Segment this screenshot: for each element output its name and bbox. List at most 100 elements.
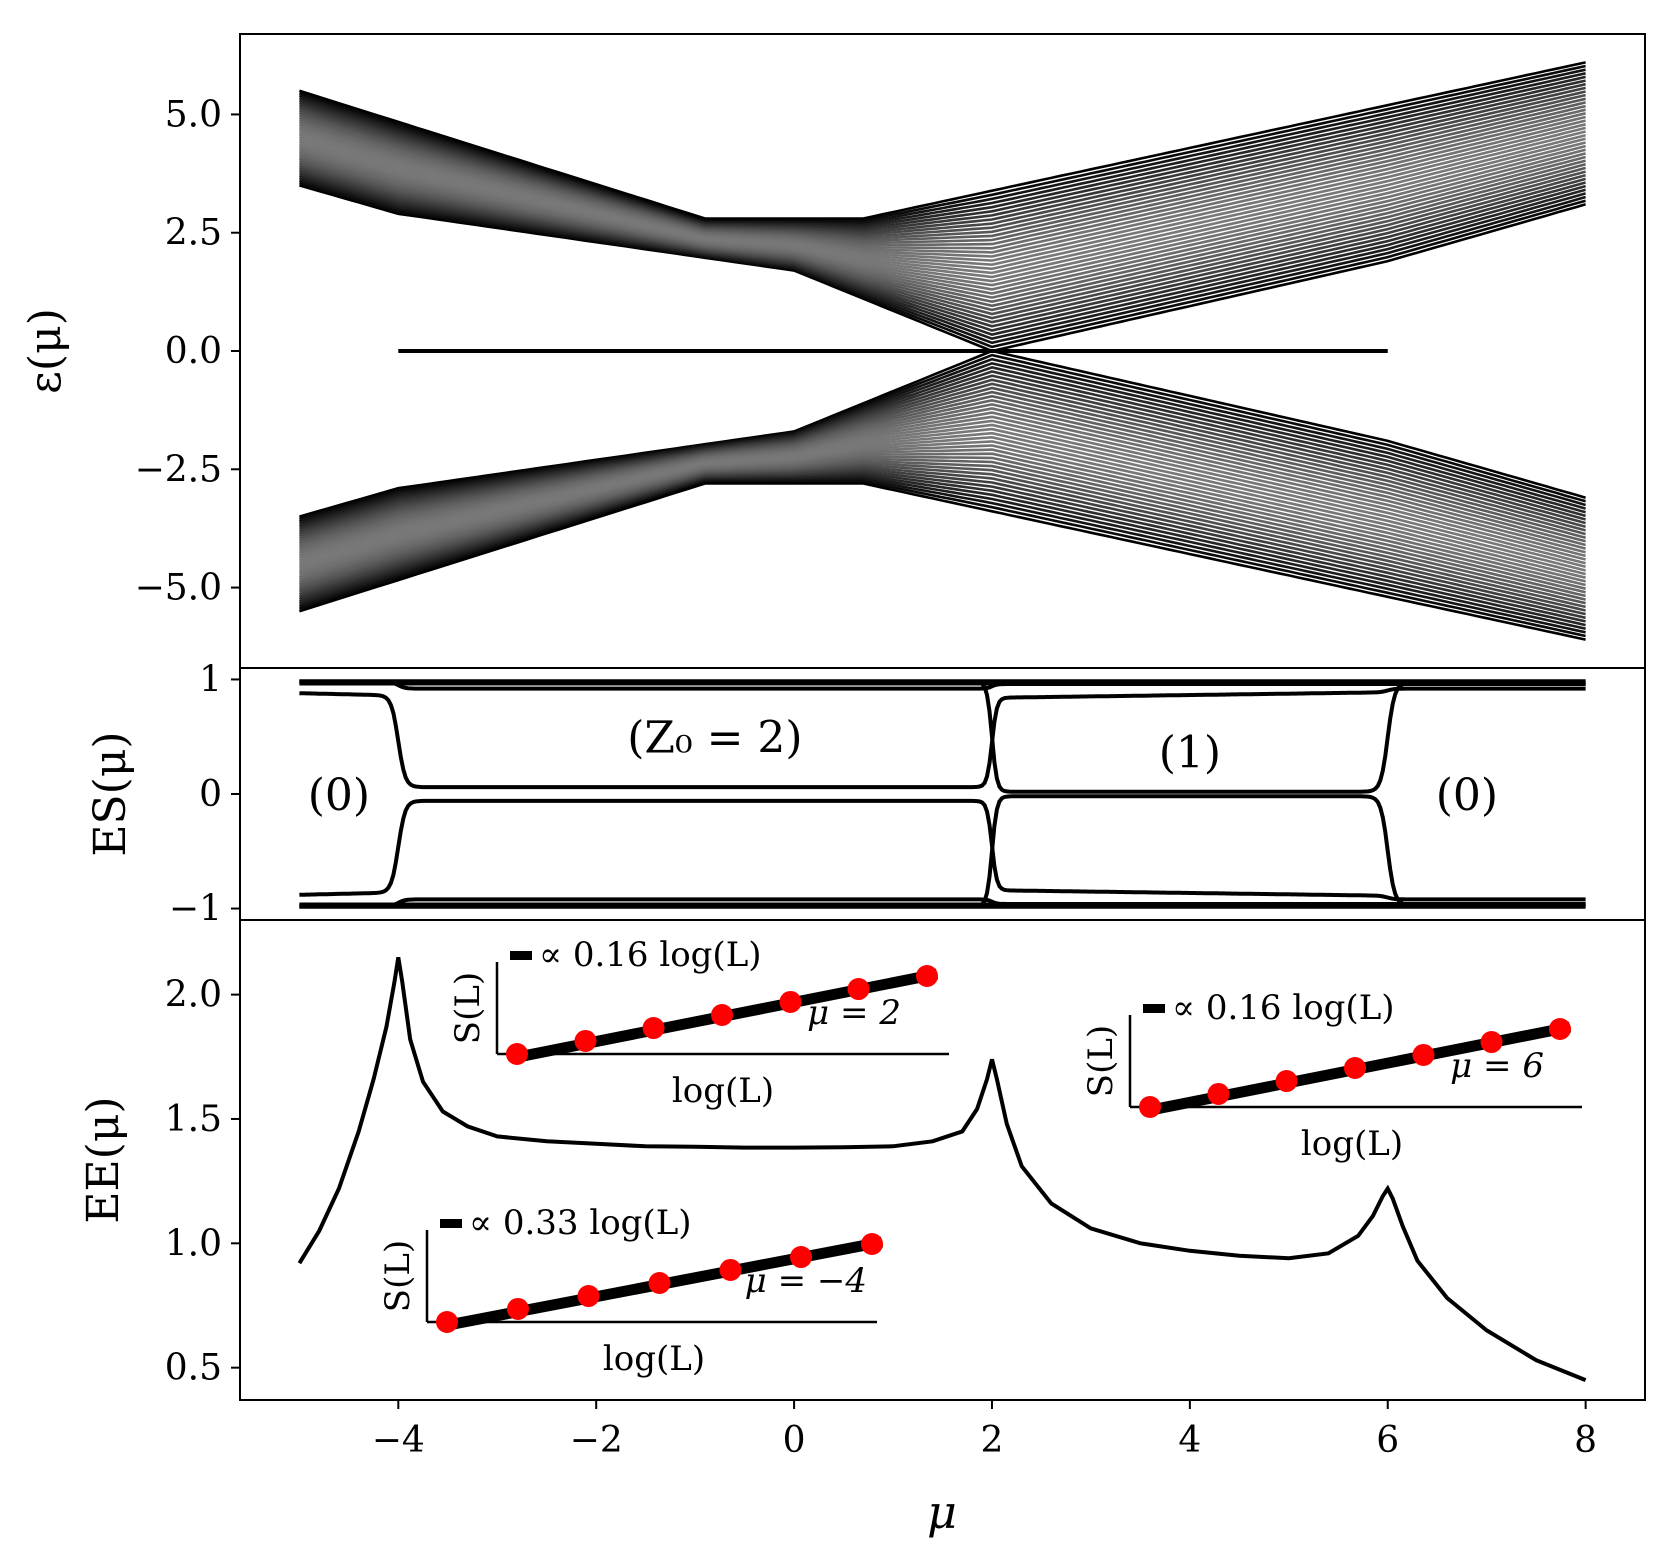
ee-curve: [297, 956, 1587, 1382]
energy-band-line: [299, 471, 1586, 623]
inset-data-point: [642, 1017, 665, 1040]
energy-band-line: [299, 68, 1586, 224]
inset-x-label: log(L): [1301, 1124, 1403, 1164]
inset-mu-minus-4: ∝ 0.33 log(L) μ = −4 log(L) S(L): [378, 1203, 884, 1379]
y-tick-label: −2.5: [135, 449, 222, 490]
energy-band-line: [299, 482, 1586, 641]
energy-band-line: [299, 108, 1586, 247]
energy-band-line: [299, 123, 1586, 262]
energy-band-line: [299, 407, 1586, 552]
inset-data-point: [719, 1258, 742, 1281]
energy-band-line: [299, 97, 1586, 241]
es-branch-secondary: [299, 794, 1586, 909]
energy-band-line: [299, 465, 1586, 612]
energy-band-line: [299, 133, 1586, 275]
inset-points: [436, 1233, 883, 1333]
x-tick-label: 0: [783, 1420, 806, 1461]
energy-band-line: [299, 431, 1586, 572]
inset-legend-swatch: [440, 1219, 462, 1228]
energy-band-line: [299, 72, 1586, 227]
energy-band-line: [299, 179, 1586, 345]
inset-x-label: log(L): [603, 1339, 705, 1379]
energy-band-line: [299, 390, 1586, 543]
ee-y-ticks: 2.01.51.00.5: [165, 975, 240, 1389]
panel-energy-spectrum: 5.02.50.0−2.5−5.0 ε(μ): [20, 33, 1646, 669]
inset-legend-swatch: [1143, 1004, 1165, 1013]
inset-legend-text: ∝ 0.16 log(L): [1172, 988, 1395, 1028]
energy-band-line: [299, 386, 1586, 540]
es-branch-main: [299, 686, 1586, 790]
es-branch-outer: [299, 679, 1586, 691]
energy-band-line: [299, 119, 1586, 258]
energy-band-line: [299, 112, 1586, 250]
energy-band-line: [299, 370, 1586, 530]
inset-data-point: [790, 1246, 813, 1269]
inset-data-point: [1412, 1043, 1435, 1066]
inset-data-point: [1344, 1057, 1366, 1079]
inset-data-point: [711, 1004, 733, 1026]
x-tick-label: 4: [1178, 1420, 1201, 1461]
inset-data-point: [436, 1311, 458, 1333]
y-tick-label: 2.0: [165, 975, 222, 1016]
energy-band-line: [299, 172, 1586, 332]
energy-band-line: [299, 469, 1586, 620]
energy-band-line: [299, 374, 1586, 533]
energy-band-line: [299, 101, 1586, 243]
inset-data-point: [1275, 1070, 1298, 1093]
es-y-label: ES(μ): [85, 731, 136, 856]
energy-band-line: [299, 157, 1586, 308]
energy-band-line: [299, 86, 1586, 235]
energy-band-line: [299, 411, 1586, 555]
es-branch-secondary: [299, 679, 1586, 794]
energy-band-line: [299, 176, 1586, 341]
energy-band-line: [299, 181, 1586, 349]
es-y-ticks: 10−1: [169, 659, 240, 930]
energy-band-line: [299, 475, 1586, 630]
energy-band-line: [299, 155, 1586, 304]
energy-band-line: [299, 427, 1586, 569]
y-tick-label: 1: [199, 659, 222, 700]
inset-data-point: [779, 990, 802, 1013]
inset-y-label: S(L): [378, 1240, 418, 1312]
inset-data-point: [648, 1272, 671, 1294]
inset-x-label: log(L): [672, 1071, 774, 1111]
energy-y-label: ε(μ): [20, 308, 71, 394]
energy-y-ticks: 5.02.50.0−2.5−5.0: [135, 94, 240, 609]
inset-y-label: S(L): [1081, 1025, 1121, 1097]
x-tick-label: −2: [570, 1420, 623, 1461]
inset-points: [506, 965, 938, 1065]
energy-band-line: [299, 147, 1586, 291]
energy-band-line: [299, 398, 1586, 547]
energy-band-line: [299, 353, 1586, 521]
energy-band-line: [299, 174, 1586, 336]
energy-band-line: [299, 394, 1586, 545]
energy-band-line: [299, 164, 1586, 320]
inset-data-point: [506, 1043, 528, 1065]
energy-band-line: [299, 361, 1586, 526]
x-tick-label: −4: [372, 1420, 425, 1461]
energy-band-line: [299, 61, 1586, 220]
energy-band-line: [299, 435, 1586, 576]
energy-band-line: [299, 480, 1586, 638]
es-branch-main: [299, 798, 1586, 902]
es-annotation-phase-1: (1): [1159, 728, 1221, 779]
x-axis-label: μ: [927, 1485, 957, 1539]
y-tick-label: 2.5: [165, 213, 222, 254]
energy-band-line: [299, 419, 1586, 561]
energy-band-line: [299, 457, 1586, 598]
panel-entanglement-spectrum: 10−1 ES(μ) (0) (Z₀ = 2) (1) (0): [85, 659, 1646, 930]
energy-band-line: [299, 463, 1586, 609]
energy-band-line: [299, 115, 1586, 254]
energy-band-line: [299, 64, 1586, 222]
es-annotation-phase-0-right: (0): [1436, 770, 1498, 821]
inset-mu-label: μ = −4: [745, 1261, 867, 1301]
energy-band-line: [299, 144, 1586, 287]
inset-mu-label: μ = 6: [1450, 1046, 1544, 1086]
energy-band-line: [299, 126, 1586, 267]
energy-band-line: [299, 455, 1586, 594]
inset-legend-text: ∝ 0.33 log(L): [469, 1203, 692, 1243]
es-branch-outer: [299, 897, 1586, 909]
